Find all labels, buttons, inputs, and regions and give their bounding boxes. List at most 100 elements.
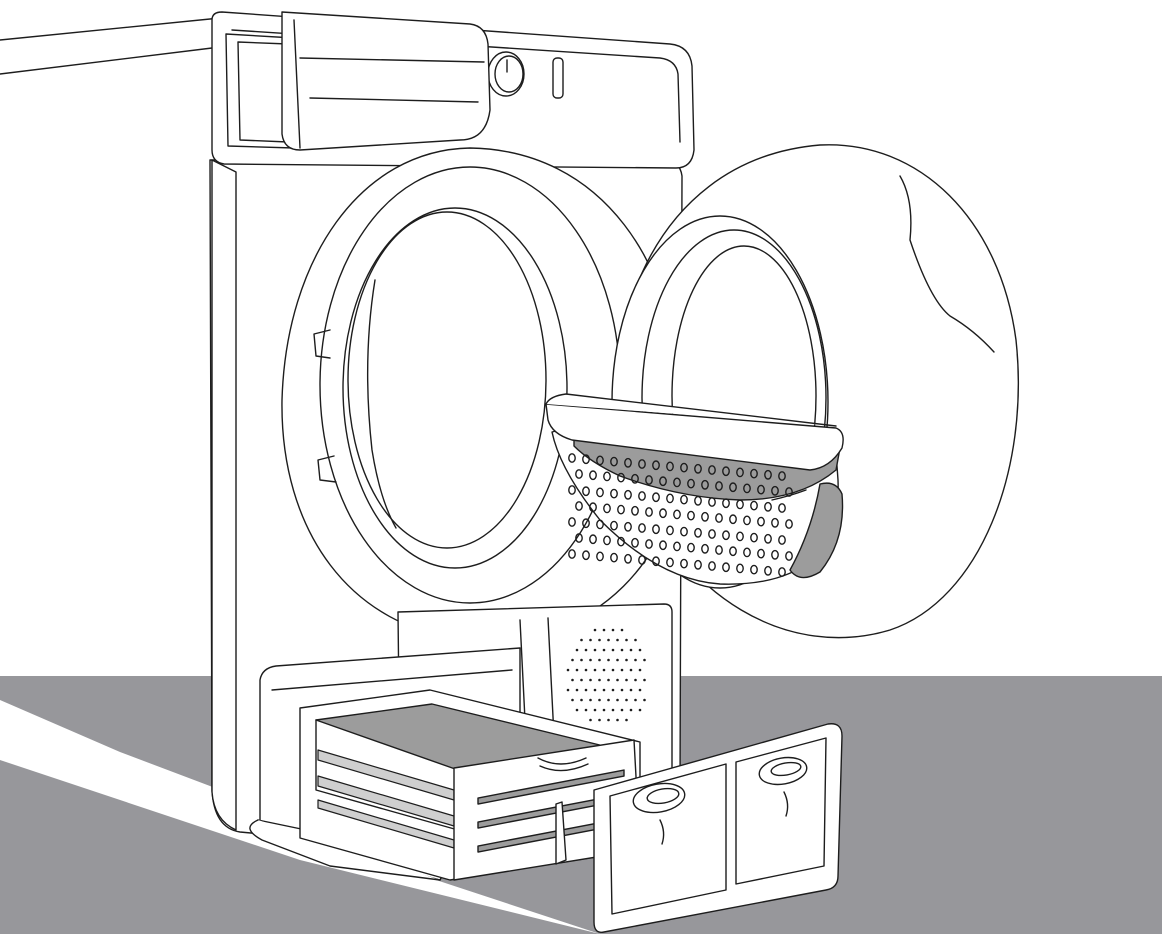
mesh-hole [624,489,632,500]
grille-hole [593,708,597,712]
grille-hole [566,688,570,692]
mesh-hole [617,536,625,547]
mesh-hole [764,469,772,480]
grille-hole [611,648,615,652]
mesh-hole [680,462,688,473]
grille-hole [571,698,574,702]
grille-hole [638,668,642,672]
mesh-hole [708,561,716,571]
mesh-hole [666,461,674,472]
grille-hole [643,658,646,662]
mesh-hole [624,457,632,468]
grille-hole [584,708,588,712]
grille-hole [602,688,606,692]
mesh-hole [582,550,590,561]
mesh-hole [708,465,716,475]
mesh-hole [729,482,737,493]
mesh-hole [610,552,618,563]
mesh-hole [778,471,786,481]
mesh-hole [575,533,583,543]
grille-hole [593,668,597,672]
mesh-hole [757,516,765,527]
grille-hole [584,648,588,652]
grille-hole [638,688,642,692]
grille-hole [625,698,628,702]
grille-hole [580,678,583,682]
grille-hole [575,688,579,692]
mesh-hole [722,530,730,541]
mesh-hole [582,454,590,465]
grille-hole [607,698,610,702]
mesh-hole [596,551,604,562]
grille-hole [575,708,579,712]
mesh-hole [638,523,646,533]
grille-hole [625,718,628,722]
grille-hole [589,658,592,662]
grille-hole [629,668,633,672]
grille-hole [611,708,615,712]
mesh-hole [708,529,716,539]
mesh-hole [694,527,702,538]
grille-hole [584,688,588,692]
mesh-hole [603,503,611,514]
grille-hole [634,638,637,642]
mesh-hole [624,521,632,532]
grille-hole [580,658,583,662]
mesh-hole [715,545,723,555]
mesh-hole [680,494,688,505]
grille-hole [625,678,628,682]
mesh-hole [631,505,639,516]
mesh-hole [617,504,625,515]
mesh-hole [631,537,639,548]
grille-hole [598,718,601,722]
grille-hole [598,698,601,702]
mesh-hole [652,460,660,471]
grille-hole [607,678,610,682]
mesh-hole [708,497,716,507]
mesh-hole [610,456,618,467]
mesh-hole [596,455,604,466]
grille-hole [629,688,633,692]
grille-hole [625,658,628,662]
display-slot [552,57,564,99]
mesh-hole [736,563,744,574]
mesh-hole [638,555,646,565]
mesh-hole [722,562,730,573]
mesh-hole [750,468,758,479]
ventilation-grille [566,628,646,722]
mesh-hole [603,471,611,482]
grille-hole [602,708,606,712]
mesh-hole [673,541,681,552]
mesh-hole [575,501,583,511]
mesh-hole [659,476,667,487]
grille-hole [634,698,637,702]
grille-hole [616,658,619,662]
grille-hole [589,678,592,682]
grille-hole [611,628,615,632]
heat-exchanger [299,689,641,881]
mesh-hole [687,478,695,489]
mesh-hole [750,564,758,575]
mesh-hole [750,532,758,543]
mesh-hole [652,556,660,567]
mesh-hole [582,518,590,529]
mesh-hole [652,492,660,503]
mesh-hole [568,549,576,559]
mesh-hole [589,534,597,545]
water-container-drawer [225,11,491,151]
grille-hole [616,718,619,722]
mesh-hole [568,517,576,527]
mesh-hole [645,507,653,517]
grille-hole [589,638,592,642]
mesh-hole [687,510,695,521]
grille-hole [607,638,610,642]
grille-hole [620,628,624,632]
grille-hole [611,688,615,692]
grille-hole [616,698,619,702]
mesh-hole [701,543,709,554]
mesh-hole [778,567,786,577]
grille-hole [607,658,610,662]
fluff-filter [545,393,844,585]
mesh-hole [659,540,667,551]
mesh-hole [785,487,793,497]
